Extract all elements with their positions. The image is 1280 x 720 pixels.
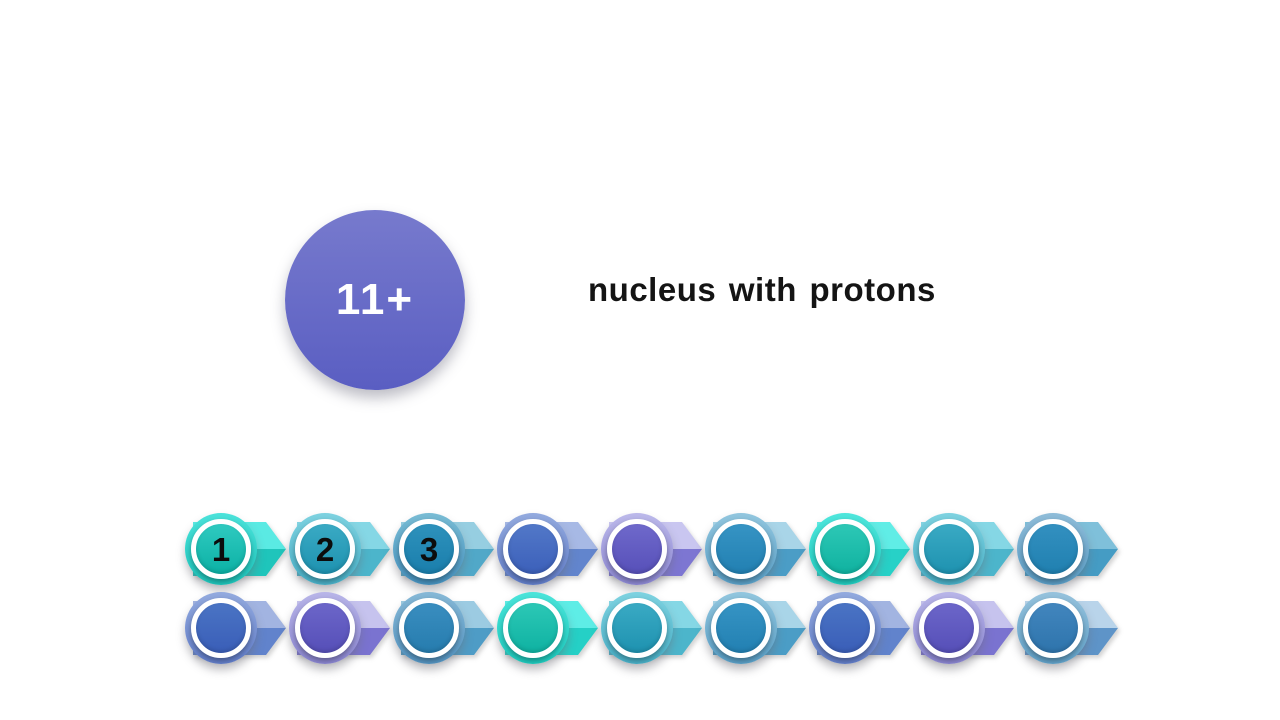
proton-badge [1017,513,1089,585]
badge-circle [919,598,979,658]
badge-ring: 1 [185,513,257,585]
proton-badge [705,513,777,585]
badge-ring [1017,513,1089,585]
badge-circle [919,519,979,579]
badge-circle [815,598,875,658]
badge-ring [1017,592,1089,664]
proton-badge: 3 [393,513,465,585]
proton-badge [809,592,881,664]
badge-number: 3 [419,530,439,568]
badge-circle: 2 [295,519,355,579]
badge-ring [809,592,881,664]
badge-circle [1023,519,1083,579]
proton-badge [809,513,881,585]
badge-circle [1023,598,1083,658]
proton-badge [601,592,673,664]
nucleus-circle: 11+ [285,210,465,390]
proton-badge [601,513,673,585]
badge-ring [913,513,985,585]
badge-circle [607,519,667,579]
badge-number: 2 [315,530,335,568]
badge-circle [815,519,875,579]
badge-ring [393,592,465,664]
proton-badge [913,592,985,664]
badge-circle [607,598,667,658]
badge-circle [503,598,563,658]
proton-badge [393,592,465,664]
badge-circle: 1 [191,519,251,579]
badge-circle [191,598,251,658]
proton-badge [497,513,569,585]
proton-badge [185,592,257,664]
badge-ring [497,513,569,585]
badge-ring [601,592,673,664]
badge-ring [185,592,257,664]
proton-badge [497,592,569,664]
badge-ring [705,513,777,585]
badge-ring [497,592,569,664]
badge-ring [913,592,985,664]
badge-number: 1 [211,530,231,568]
proton-badge: 1 [185,513,257,585]
badge-ring: 3 [393,513,465,585]
badge-ring [705,592,777,664]
proton-badge [1017,592,1089,664]
proton-badge [705,592,777,664]
badge-ring [809,513,881,585]
badge-ring: 2 [289,513,361,585]
badge-circle [711,519,771,579]
badge-circle [711,598,771,658]
nucleus-charge-label: 11+ [335,275,415,324]
caption-text: nucleus with protons [588,271,936,308]
badge-circle [399,598,459,658]
badge-circle: 3 [399,519,459,579]
badge-ring [289,592,361,664]
badge-circle [295,598,355,658]
badge-ring [601,513,673,585]
proton-badge [289,592,361,664]
badge-circle [503,519,563,579]
proton-badge: 2 [289,513,361,585]
proton-badge [913,513,985,585]
